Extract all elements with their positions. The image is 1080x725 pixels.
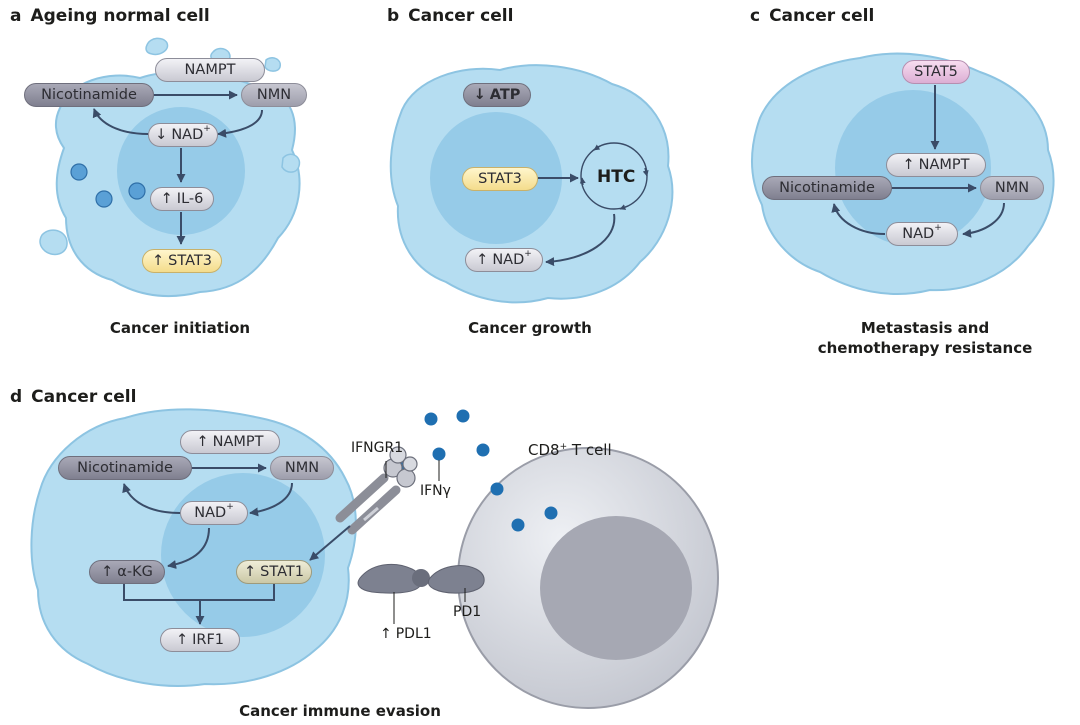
node-b-htc: HTC [597,167,636,187]
ifng-dot [490,482,504,496]
organelle-dot-a2 [95,190,113,208]
arrow-d-nmn-nad [249,482,293,517]
ifng-dot [511,518,525,532]
arrow-c-nmn-nad [962,202,1005,238]
node-b-nad: ↑NAD+ [465,248,543,272]
vesicle-a1 [145,37,169,56]
caption-a: Cancer initiation [109,319,251,337]
label-ifngr1: IFNGR1 [351,440,404,456]
ifng-dot [476,443,490,457]
node-d-nicotinamide: Nicotinamide [58,456,192,480]
cd8-t-cell-nucleus [540,516,692,660]
vesicle-a3 [264,57,281,72]
nucleus-d [161,473,325,637]
label-pd1: PD1 [453,604,482,620]
ifngr1-receptor [335,446,418,535]
node-d-nmn: NMN [270,456,334,480]
node-c-nmn: NMN [980,176,1044,200]
label-pdl1: ↑PDL1 [380,626,432,642]
bracket-d-to-irf1 [123,584,275,624]
node-d-nad: NAD+ [180,501,248,525]
pdl1-pd1-complex [357,563,485,594]
node-a-il6: ↑IL-6 [150,187,214,211]
caption-d: Cancer immune evasion [239,702,441,720]
node-d-stat1: ↑STAT1 [236,560,312,584]
ifng-dot [456,409,470,423]
arrow-c-nad-nicotinamide [831,203,886,235]
node-c-stat5: STAT5 [902,60,970,84]
node-d-irf1: ↑IRF1 [160,628,240,652]
node-a-nad: ↓NAD+ [148,123,218,147]
organelle-dot-a1 [70,163,88,181]
arrow-b-htc-nad [545,213,616,267]
ifng-dot [544,506,558,520]
node-c-nad: NAD+ [886,222,958,246]
ifng-dot [432,447,446,461]
arrow-d-nad-akg [167,527,210,569]
organelle-dot-a3 [128,182,146,200]
node-b-atp: ↓ATP [463,83,531,107]
ifng-dot [424,412,438,426]
node-c-nampt: ↑NAMPT [886,153,986,177]
node-a-nmn: NMN [241,83,307,107]
label-cd8-t-cell: CD8+ T cell [528,441,612,459]
node-a-nampt: NAMPT [155,58,265,82]
node-a-nicotinamide: Nicotinamide [24,83,154,107]
node-a-stat3: ↑STAT3 [142,249,222,273]
caption-b: Cancer growth [468,319,592,337]
arrow-a-nmn-nad [217,109,263,138]
node-b-stat3: STAT3 [462,167,538,191]
node-c-nicotinamide: Nicotinamide [762,176,892,200]
node-d-nampt: ↑NAMPT [180,430,280,454]
vesicle-a4 [281,153,301,173]
arrow-d-nad-nicotinamide [122,483,181,514]
vesicle-a5 [39,229,68,256]
label-ifng: IFNγ [420,483,451,499]
node-d-akg: ↑α-KG [89,560,165,584]
arrow-a-nad-nicotinamide [92,108,149,135]
arrow-d-receptor-stat1 [309,525,351,561]
